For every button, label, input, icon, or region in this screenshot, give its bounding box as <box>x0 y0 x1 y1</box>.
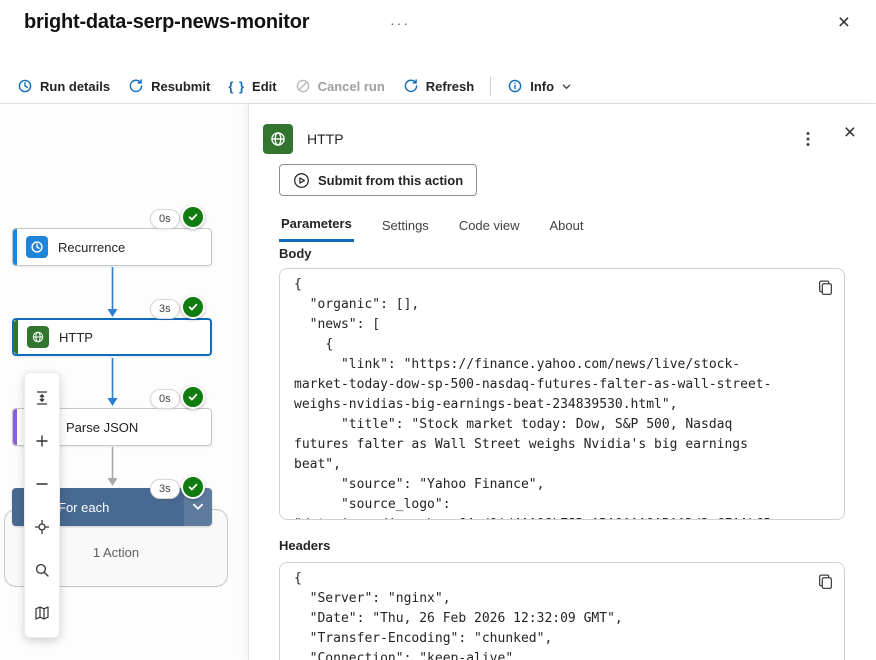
info-icon <box>507 78 523 94</box>
node-label: Recurrence <box>58 239 126 255</box>
node-accent-stripe <box>14 320 18 354</box>
cancel-run-button: Cancel run <box>286 70 394 102</box>
node-accent-stripe <box>13 409 17 445</box>
play-circle-icon <box>293 172 310 189</box>
node-label: Parse JSON <box>66 419 139 435</box>
duration-badge: 3s <box>150 479 180 499</box>
panel-tabs: Parameters Settings Code view About <box>279 216 586 242</box>
canvas-tools <box>24 372 60 638</box>
center-view-icon[interactable] <box>27 505 57 548</box>
info-button[interactable]: Info <box>498 70 581 102</box>
duration-badge: 0s <box>150 389 180 409</box>
body-code-box: { "organic": [], "news": [ { "link": "ht… <box>279 268 845 520</box>
edit-label: Edit <box>252 78 277 94</box>
connector-arrow <box>107 358 118 406</box>
body-code: { "organic": [], "news": [ { "link": "ht… <box>294 277 779 519</box>
cancel-icon <box>295 78 311 94</box>
recurrence-clock-icon <box>26 236 48 258</box>
fit-view-icon[interactable] <box>27 376 57 419</box>
run-toolbar: Run details Resubmit { } Edit Cancel run… <box>8 69 581 103</box>
action-details-panel: HTTP × Submit from this action Parameter… <box>248 104 876 660</box>
resubmit-button[interactable]: Resubmit <box>119 70 219 102</box>
clock-icon <box>17 78 33 94</box>
tab-code-view[interactable]: Code view <box>457 216 522 242</box>
node-recurrence[interactable]: Recurrence <box>12 228 212 266</box>
zoom-in-icon[interactable] <box>27 419 57 462</box>
edit-button[interactable]: { } Edit <box>219 70 285 102</box>
refresh-icon <box>403 78 419 94</box>
duration-badge: 3s <box>150 299 180 319</box>
panel-close-icon[interactable]: × <box>843 121 856 144</box>
braces-icon: { } <box>228 78 246 94</box>
http-globe-icon <box>27 326 49 348</box>
duration-badge: 0s <box>150 209 180 229</box>
connector-arrow <box>107 267 118 317</box>
success-check-icon <box>181 295 205 319</box>
http-globe-icon <box>263 124 293 154</box>
body-section-label: Body <box>279 246 312 261</box>
node-http[interactable]: HTTP <box>12 318 212 356</box>
toolbar-divider <box>490 76 492 96</box>
submit-from-action-button[interactable]: Submit from this action <box>279 164 478 196</box>
headers-code: { "Server": "nginx", "Date": "Thu, 26 Fe… <box>294 571 623 660</box>
success-check-icon <box>181 205 205 229</box>
chevron-down-icon <box>561 81 572 92</box>
refresh-label: Refresh <box>425 78 475 94</box>
page-title: bright-data-serp-news-monitor <box>24 11 310 33</box>
headers-code-box: { "Server": "nginx", "Date": "Thu, 26 Fe… <box>279 562 845 660</box>
resubmit-icon <box>128 78 144 94</box>
toolbar-rule <box>0 103 876 104</box>
cancel-run-label: Cancel run <box>317 78 385 94</box>
success-check-icon <box>181 385 205 409</box>
search-icon[interactable] <box>27 548 57 591</box>
success-check-icon <box>181 475 205 499</box>
tab-settings[interactable]: Settings <box>380 216 431 242</box>
node-label: HTTP <box>59 329 93 345</box>
node-label: For each <box>58 499 110 515</box>
tab-about[interactable]: About <box>548 216 586 242</box>
copy-icon[interactable] <box>814 570 836 592</box>
resubmit-label: Resubmit <box>151 78 211 94</box>
foreach-action-count[interactable]: 1 Action <box>92 545 140 560</box>
headers-section-label: Headers <box>279 538 331 553</box>
refresh-button[interactable]: Refresh <box>394 70 483 102</box>
kebab-menu-icon[interactable] <box>796 127 820 151</box>
node-accent-stripe <box>13 229 17 265</box>
run-details-label: Run details <box>40 78 111 94</box>
submit-from-action-label: Submit from this action <box>318 172 464 188</box>
window-close-icon[interactable]: × <box>837 11 850 34</box>
info-label: Info <box>530 78 555 94</box>
run-details-button[interactable]: Run details <box>8 70 119 102</box>
copy-icon[interactable] <box>814 276 836 298</box>
minimap-icon[interactable] <box>27 591 57 634</box>
panel-title: HTTP <box>307 131 344 147</box>
title-overflow-icon[interactable]: ··· <box>390 15 410 31</box>
zoom-out-icon[interactable] <box>27 462 57 505</box>
connector-arrow <box>107 447 118 486</box>
tab-parameters[interactable]: Parameters <box>279 216 354 242</box>
